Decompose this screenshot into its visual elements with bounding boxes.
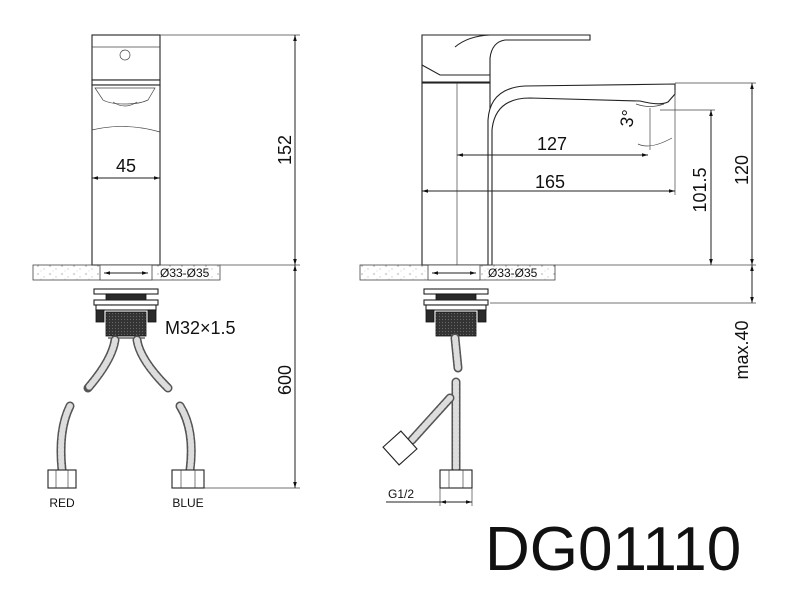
- hole-dimension-front: Ø33-Ø35: [160, 266, 210, 280]
- model-number: DG01110: [485, 515, 741, 584]
- faucet-body-front: [91, 34, 161, 266]
- outlet-height-dimension: 101.5: [690, 167, 710, 212]
- blue-connector-nut: [171, 469, 205, 489]
- height-dimension: 152: [275, 135, 295, 165]
- height-dimension-side: 120: [732, 155, 752, 185]
- red-connector-nut: [47, 469, 77, 489]
- hose-length-dimension: 600: [275, 365, 295, 395]
- reach-dimension: 127: [537, 134, 567, 154]
- thread-dimension: M32×1.5: [165, 318, 236, 338]
- width-dimension: 45: [116, 156, 136, 176]
- mounting-nut-side: [423, 288, 489, 337]
- length-dimension: 165: [535, 172, 565, 192]
- hoses-front: [47, 335, 205, 489]
- hose-label-blue: BLUE: [172, 496, 203, 510]
- angle-dimension: 3°: [616, 108, 639, 128]
- max-deck-dimension: max.40: [732, 320, 752, 379]
- connector-dimension: G1/2: [388, 487, 414, 501]
- hoses-side: [382, 333, 473, 489]
- mounting-nut-front: [93, 288, 159, 337]
- faucet-body-side: [421, 34, 676, 266]
- side-view: 127 3° 165 101.5 120 max.40 Ø33-Ø35: [359, 34, 756, 506]
- hose-label-red: RED: [49, 496, 75, 510]
- hole-dimension-side: Ø33-Ø35: [488, 266, 538, 280]
- front-view: 45 152 600 Ø33-Ø35 M32×1.5: [32, 34, 300, 510]
